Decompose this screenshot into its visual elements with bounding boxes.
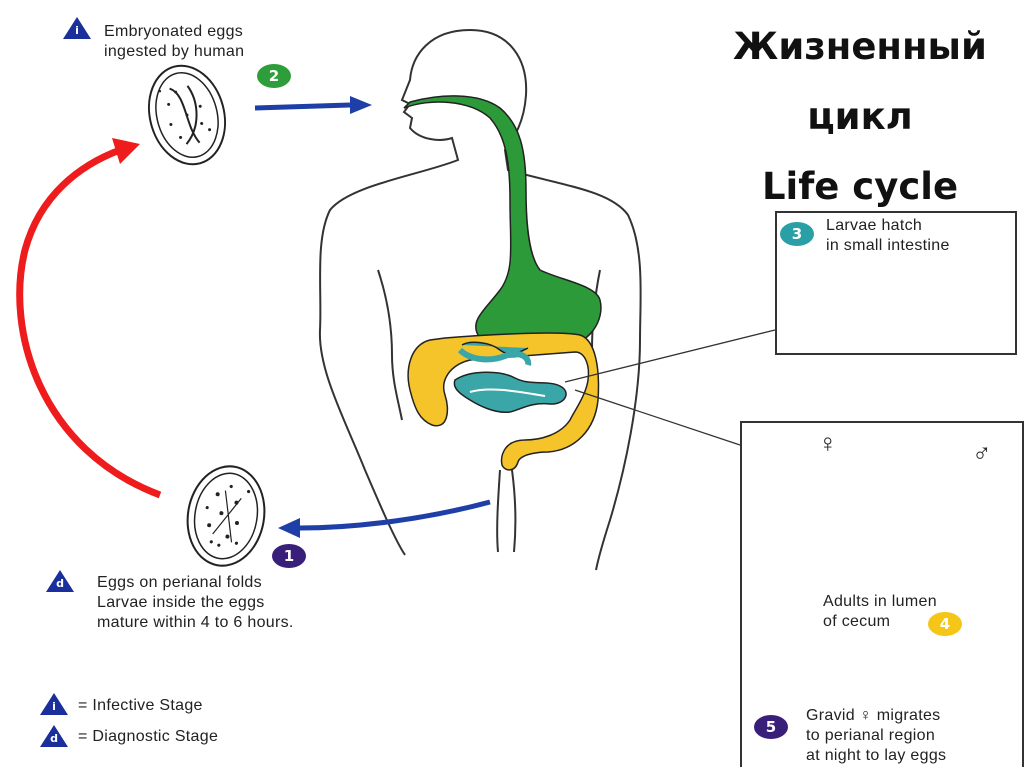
adults-line-2: of cecum bbox=[823, 613, 891, 630]
hatch-label: Larvae hatch in small intestine bbox=[826, 216, 950, 256]
step-5-badge: 5 bbox=[754, 715, 788, 739]
large-intestine bbox=[407, 332, 600, 471]
female-symbol: ♀ bbox=[818, 428, 838, 458]
step-1-badge: 1 bbox=[272, 544, 306, 568]
adults-line-1: Adults in lumen bbox=[823, 593, 937, 610]
hatch-panel bbox=[775, 211, 1017, 355]
title-line-1: Жизненный bbox=[733, 25, 987, 68]
gravid-label: Gravid ♀ migrates to perianal region at … bbox=[806, 706, 946, 766]
connector-adults bbox=[574, 389, 741, 446]
step-2-badge: 2 bbox=[257, 64, 291, 88]
title-line-3: Life cycle bbox=[761, 165, 959, 208]
legend-diagnostic-icon: d bbox=[40, 725, 68, 747]
ingested-label: Embryonated eggs ingested by human bbox=[104, 22, 244, 62]
step-3-badge: 3 bbox=[780, 222, 814, 246]
gravid-line-2: to perianal region bbox=[806, 727, 936, 744]
gravid-line-3: at night to lay eggs bbox=[806, 747, 947, 764]
perianal-line-1: Eggs on perianal folds bbox=[97, 574, 262, 591]
small-intestine-loop bbox=[457, 347, 532, 366]
infective-stage-icon: i bbox=[63, 17, 91, 39]
ingested-line-2: ingested by human bbox=[104, 43, 245, 60]
adults-panel bbox=[740, 421, 1024, 767]
esophagus bbox=[403, 95, 602, 351]
small-intestine-highlight bbox=[469, 388, 546, 397]
hatch-line-2: in small intestine bbox=[826, 237, 950, 254]
perianal-egg-image bbox=[186, 465, 266, 567]
perianal-line-2: Larvae inside the eggs bbox=[97, 594, 265, 611]
ingested-line-1: Embryonated eggs bbox=[104, 23, 244, 40]
gravid-line-1: Gravid ♀ migrates bbox=[806, 707, 941, 724]
legend-infective-label: = Infective Stage bbox=[78, 697, 203, 714]
page-title: Жизненный цикл Life cycle bbox=[700, 12, 1020, 222]
legend-infective-icon: i bbox=[40, 693, 68, 715]
title-line-2: цикл bbox=[807, 95, 913, 138]
hatch-line-1: Larvae hatch bbox=[826, 217, 923, 234]
connector-hatch bbox=[564, 329, 776, 383]
male-symbol: ♂ bbox=[972, 438, 992, 468]
arrow-cycle bbox=[16, 138, 162, 499]
embryonated-egg-image bbox=[147, 64, 227, 166]
legend-diagnostic-label: = Diagnostic Stage bbox=[78, 728, 219, 745]
diagnostic-stage-icon: d bbox=[46, 570, 74, 592]
perianal-line-3: mature within 4 to 6 hours. bbox=[97, 614, 294, 631]
arrow-perianal bbox=[278, 499, 491, 538]
adults-label: Adults in lumen of cecum bbox=[823, 592, 937, 632]
step-4-badge: 4 bbox=[928, 612, 962, 636]
arrow-ingestion bbox=[254, 96, 372, 114]
perianal-label: Eggs on perianal folds Larvae inside the… bbox=[97, 573, 294, 633]
